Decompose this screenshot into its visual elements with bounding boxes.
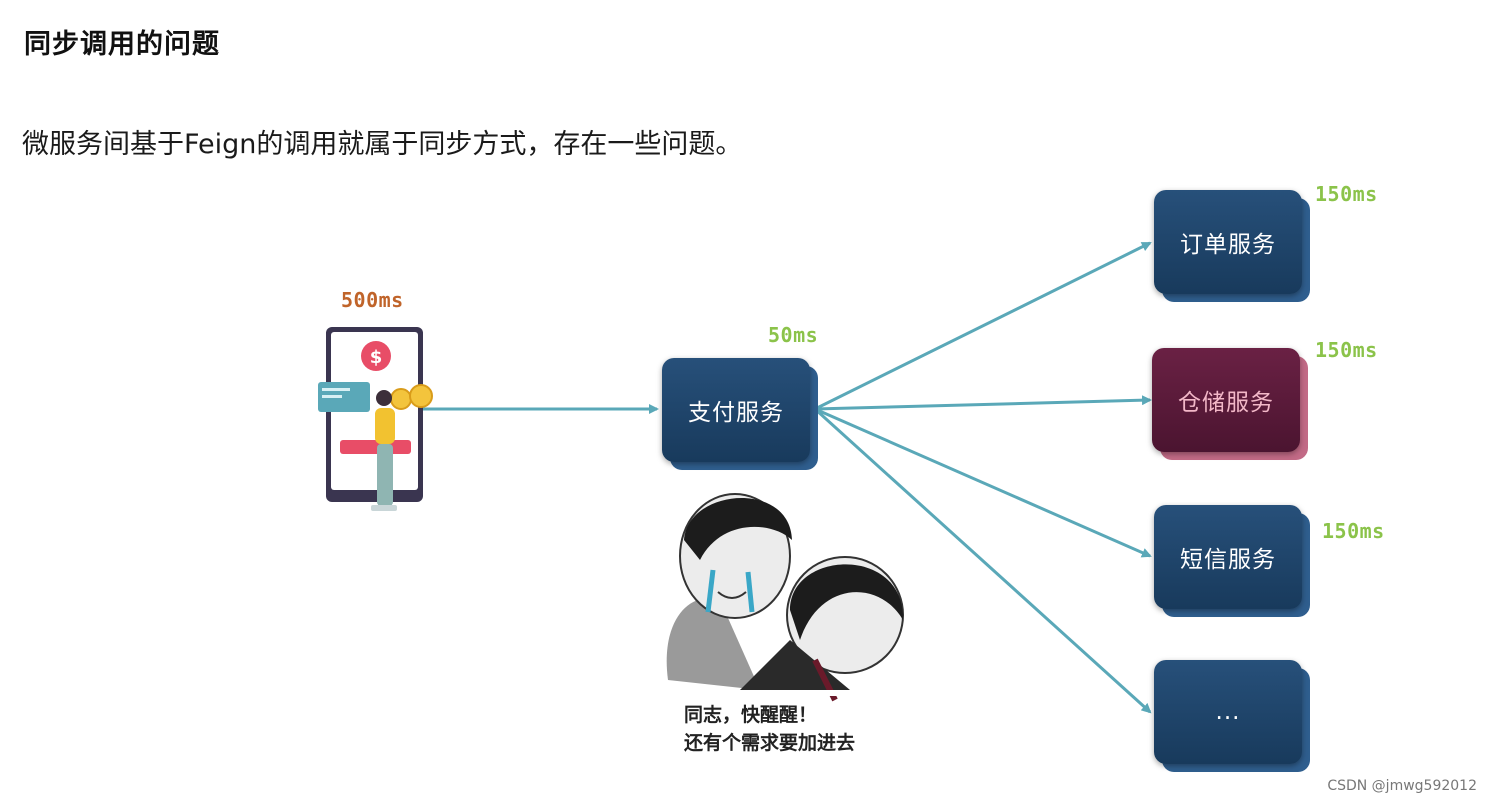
meme-caption-line1: 同志，快醒醒！ [684, 704, 818, 726]
arrow-pay-to-storage [814, 395, 1152, 411]
client-time-label: 500ms [341, 288, 404, 312]
pay-time-label: 50ms [768, 323, 819, 347]
arrow-pay-to-order [814, 241, 1152, 411]
page-subtitle: 微服务间基于Feign的调用就属于同步方式，存在一些问题。 [22, 129, 743, 160]
arrow-pay-to-more [813, 407, 1152, 714]
meme-caption: 同志，快醒醒！ 还有个需求要加进去 [684, 701, 855, 757]
arrows [410, 241, 1152, 714]
more-services-node: ... [1154, 660, 1310, 772]
pay-bar [340, 440, 411, 454]
coin-icon [390, 388, 412, 410]
meme-caption-line2: 还有个需求要加进去 [684, 732, 856, 754]
meme-illustration [665, 493, 904, 702]
svg-text:$: $ [370, 347, 383, 368]
order-service-label: 订单服务 [1154, 190, 1302, 294]
mobile-payment-illustration: $ [318, 327, 433, 511]
sms-service-label: 短信服务 [1154, 505, 1302, 609]
storage-service-label: 仓储服务 [1152, 348, 1300, 452]
page-title: 同步调用的问题 [24, 29, 220, 60]
sms-service-node: 短信服务 [1154, 505, 1310, 617]
person-head [376, 390, 392, 406]
person-body [375, 408, 395, 444]
more-services-label: ... [1154, 660, 1302, 764]
person-legs [377, 444, 393, 506]
pay-service-label: 支付服务 [662, 358, 810, 462]
storage-time-label: 150ms [1315, 338, 1378, 362]
storage-service-node: 仓储服务 [1152, 348, 1308, 460]
arrow-pay-to-sms [814, 407, 1152, 558]
watermark: CSDN @jmwg592012 [1327, 778, 1477, 794]
order-time-label: 150ms [1315, 182, 1378, 206]
order-service-node: 订单服务 [1154, 190, 1310, 302]
dollar-icon [361, 341, 391, 371]
sms-time-label: 150ms [1322, 519, 1385, 543]
pay-service-node: 支付服务 [662, 358, 818, 470]
